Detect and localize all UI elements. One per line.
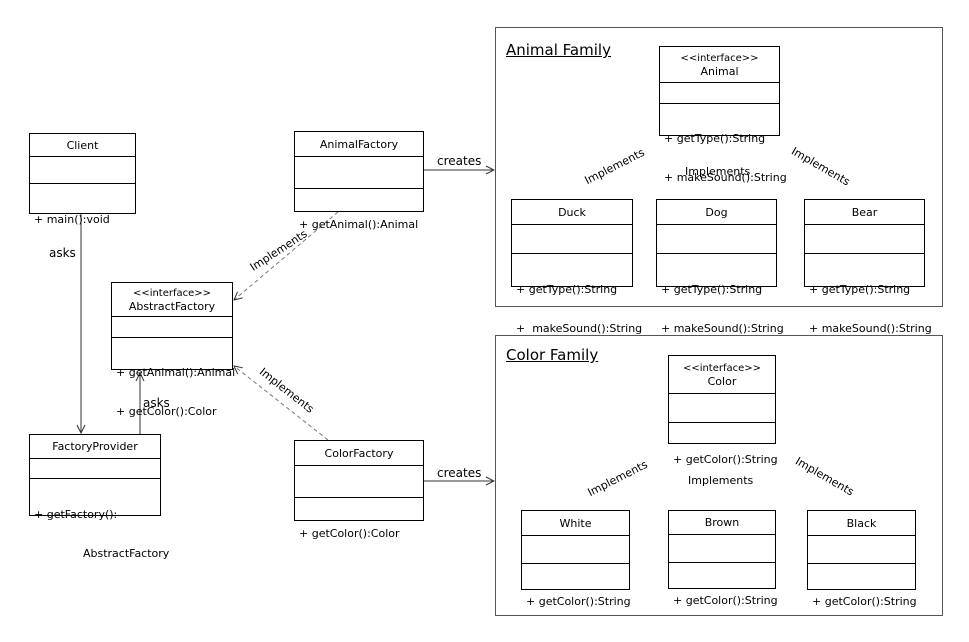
- class-bear[interactable]: Bear + getType():String + makeSound():St…: [804, 199, 932, 335]
- class-name: Dog: [705, 205, 728, 219]
- asks-label-client: asks: [49, 246, 76, 260]
- class-duck[interactable]: Duck + getType():String + makeSound():St…: [511, 199, 642, 335]
- class-name: Color: [707, 374, 737, 388]
- attributes-section: [657, 225, 776, 254]
- class-name: Animal: [700, 64, 739, 78]
- attributes-section: [30, 157, 135, 184]
- class-client[interactable]: Client + main():void: [29, 133, 136, 226]
- operation: + getAnimal():Animal: [116, 366, 236, 379]
- animal-family-title: Animal Family: [506, 41, 611, 59]
- attributes-section: [30, 459, 160, 479]
- attributes-section: [512, 225, 632, 254]
- operation: + getType():String: [516, 283, 618, 296]
- operation: AbstractFactory: [34, 547, 170, 560]
- class-color-factory[interactable]: ColorFactory + getColor():Color: [294, 440, 424, 540]
- operation: + main():void: [34, 213, 110, 226]
- operation: + makeSound():String: [664, 171, 787, 184]
- class-brown[interactable]: Brown + getColor():String: [668, 510, 778, 607]
- stereotype: <<interface>>: [132, 287, 212, 299]
- operations-section: + getType():String + makeSound():String: [660, 104, 787, 210]
- class-white[interactable]: White + getColor():String: [521, 510, 631, 608]
- operation: + makeSound():String: [661, 322, 784, 335]
- operation: + getType():String: [809, 283, 911, 296]
- operation: + getColor():Color: [116, 405, 217, 418]
- attributes-section: [808, 536, 915, 564]
- stereotype: <<interface>>: [680, 52, 759, 64]
- operations-section: + getAnimal():Animal: [295, 189, 423, 257]
- creates-label-color: creates: [437, 466, 482, 480]
- attributes-section: [522, 536, 629, 564]
- asks-label-provider: asks: [143, 396, 170, 410]
- implements-label-brown: Implements: [688, 474, 754, 487]
- attributes-section: [660, 83, 779, 104]
- implements-label-dog: Implements: [685, 165, 751, 178]
- operation: + getColor():String: [673, 594, 778, 607]
- attributes-section: [112, 317, 232, 338]
- operation: + getColor():String: [526, 595, 631, 608]
- class-name: ColorFactory: [324, 446, 394, 460]
- operation: + getColor():String: [673, 453, 778, 466]
- operations-section: + getFactory(): AbstractFactory: [30, 479, 170, 586]
- class-color-interface[interactable]: <<interface>> Color + getColor():String: [668, 355, 778, 466]
- creates-label-animal: creates: [437, 154, 482, 168]
- class-name: Client: [66, 138, 99, 152]
- operations-section: + getColor():String: [669, 563, 778, 633]
- operation: + getType():String: [661, 283, 763, 296]
- class-name: FactoryProvider: [52, 440, 138, 453]
- class-name: White: [559, 516, 592, 530]
- class-name: Duck: [558, 205, 586, 219]
- class-name: Brown: [704, 516, 740, 529]
- attributes-section: [295, 466, 423, 498]
- operation: + getAnimal():Animal: [299, 218, 419, 231]
- class-name: AbstractFactory: [128, 299, 216, 313]
- class-animal-factory[interactable]: AnimalFactory + getAnimal():Animal: [294, 131, 424, 231]
- operation: + makeSound():String: [809, 322, 932, 335]
- operations-section: + getColor():String: [808, 564, 917, 634]
- operations-section: + getColor():String: [522, 564, 631, 634]
- animal-factory-implements-line: [234, 211, 339, 300]
- stereotype: <<interface>>: [682, 362, 762, 374]
- class-abstract-factory[interactable]: <<interface>> AbstractFactory + getAnima…: [111, 282, 235, 418]
- class-factory-provider[interactable]: FactoryProvider + getFactory(): Abstract…: [29, 434, 169, 560]
- operations-section: + getType():String + makeSound():String: [512, 254, 643, 361]
- class-dog[interactable]: Dog + getType():String + makeSound():Str…: [656, 199, 784, 335]
- class-black[interactable]: Black + getColor():String: [807, 510, 917, 608]
- operation: + makeSound():String: [516, 322, 643, 335]
- attributes-section: [295, 157, 423, 189]
- operations-section: + getType():String + makeSound():String: [805, 254, 932, 361]
- color-family-title: Color Family: [506, 346, 599, 364]
- operation: + getColor():Color: [299, 527, 400, 540]
- operation: + getColor():String: [812, 595, 917, 608]
- operations-section: + getType():String + makeSound():String: [657, 254, 784, 361]
- class-name: AnimalFactory: [319, 137, 399, 151]
- color-factory-implements-line: [234, 366, 329, 441]
- class-name: Bear: [851, 205, 878, 219]
- operations-section: + main():void: [30, 184, 135, 252]
- class-animal-interface[interactable]: <<interface>> Animal + getType():String …: [659, 46, 787, 184]
- operations-section: + getAnimal():Animal + getColor():Color: [112, 338, 236, 444]
- operations-section: + getColor():Color: [295, 498, 423, 566]
- attributes-section: [669, 394, 775, 423]
- operation: + getType():String: [664, 132, 766, 145]
- operation: + getFactory():: [34, 508, 118, 521]
- attributes-section: [805, 225, 924, 254]
- operations-section: + getColor():String: [669, 423, 778, 492]
- attributes-section: [669, 535, 775, 563]
- class-name: Black: [846, 516, 877, 530]
